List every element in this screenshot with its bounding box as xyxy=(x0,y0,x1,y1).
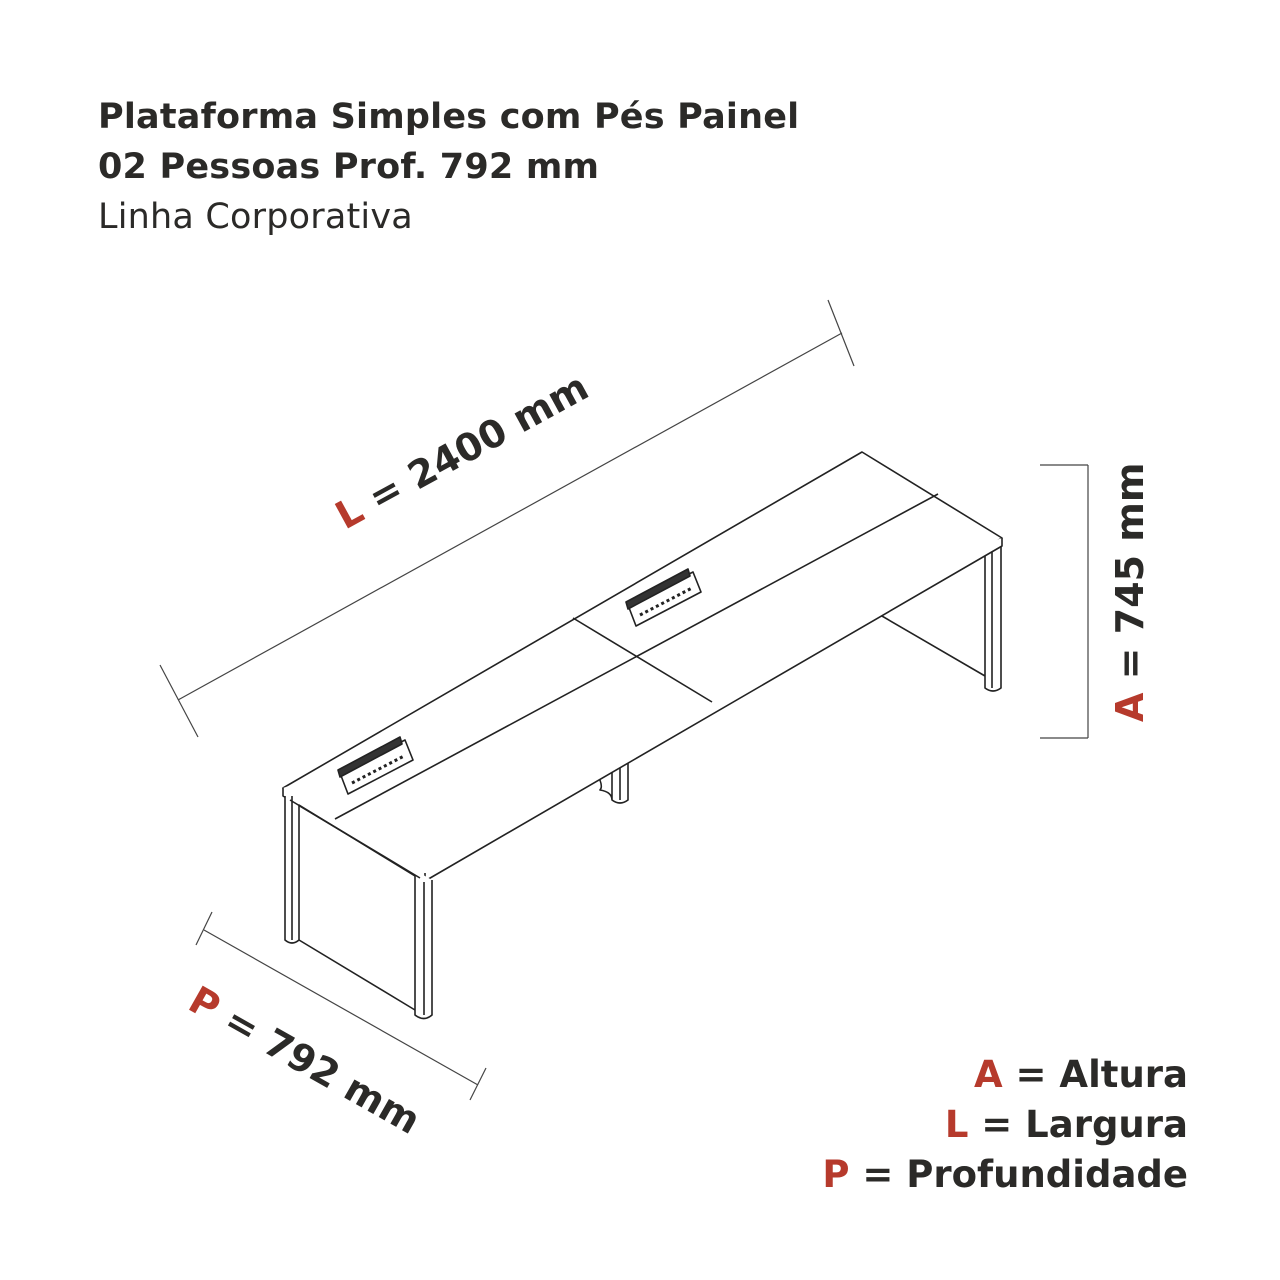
legend-item-profundidade: P = Profundidade xyxy=(822,1153,1188,1196)
title-line-2: 02 Pessoas Prof. 792 mm xyxy=(98,147,600,187)
length-dimension-line xyxy=(159,299,855,738)
length-dimension-label: L = 2400 mm xyxy=(328,364,595,537)
legend-item-largura: L = Largura xyxy=(944,1103,1188,1146)
desk-drawing xyxy=(282,451,1003,1020)
depth-dimension-line xyxy=(195,911,487,1101)
height-dimension-label: A = 745 mm xyxy=(1108,463,1152,722)
legend-item-altura: A = Altura xyxy=(974,1053,1188,1096)
grommet-left xyxy=(337,736,414,795)
product-title: Plataforma Simples com Pés Painel 02 Pes… xyxy=(98,92,799,242)
dimension-legend: A = Altura L = Largura P = Profundidade xyxy=(822,1050,1188,1200)
grommet-right xyxy=(625,568,702,627)
title-line-1: Plataforma Simples com Pés Painel xyxy=(98,97,800,137)
depth-dimension-label: P = 792 mm xyxy=(182,978,428,1143)
title-line-3: Linha Corporativa xyxy=(98,197,413,237)
tabletop-crosswise-split xyxy=(572,617,713,703)
height-dimension-line xyxy=(1040,464,1089,739)
